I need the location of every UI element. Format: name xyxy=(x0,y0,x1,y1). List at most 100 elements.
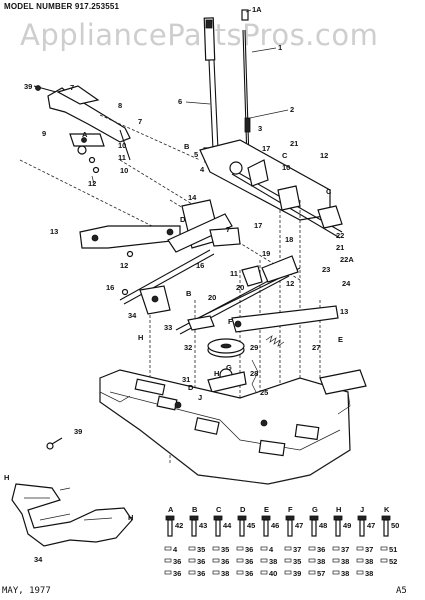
bolt-number: 46 xyxy=(271,521,279,530)
hardware-letter: E xyxy=(264,505,269,514)
washer-icon xyxy=(164,558,172,563)
washer-icon xyxy=(236,570,244,575)
washer-icon xyxy=(260,558,268,563)
callout-K: J xyxy=(198,393,202,402)
washer-icon xyxy=(284,558,292,563)
hardware-item-number: 38 xyxy=(317,557,325,566)
hardware-letter: D xyxy=(240,505,246,514)
callout-30: 31 xyxy=(182,375,190,384)
hardware-item-number: 35 xyxy=(293,557,301,566)
callout-1: 1 xyxy=(278,43,282,52)
hardware-item-number: 38 xyxy=(341,569,349,578)
bolt-number: 43 xyxy=(199,521,207,530)
bolt-shank xyxy=(191,519,197,537)
bolt-number: 44 xyxy=(223,521,232,530)
frame-and-shaft xyxy=(199,139,343,239)
callout-16: 16 xyxy=(196,261,204,270)
model-number: MODEL NUMBER 917.253551 xyxy=(4,2,120,11)
washer-icon xyxy=(212,546,220,551)
hardware-item-number: 36 xyxy=(173,557,181,566)
callout-B: A xyxy=(82,130,88,139)
callout-9: 9 xyxy=(42,129,46,138)
callout-7-mid: 7 xyxy=(226,225,230,234)
hardware-letter: B xyxy=(192,505,198,514)
callout-27: 25 xyxy=(260,388,268,397)
hardware-item-number: 37 xyxy=(293,545,301,554)
drive-belt xyxy=(11,483,133,547)
bolt-number: 45 xyxy=(247,521,255,530)
callout-25: 24 xyxy=(342,279,351,288)
washer-icon xyxy=(332,570,340,575)
revision-date: MAY, 1977 xyxy=(2,586,51,596)
hardware-letter: H xyxy=(336,505,341,514)
callout-22A: 22 xyxy=(336,231,344,240)
callout-labels: 1A 1 2 3 4 17 6 39 7 8 7 9 A 10 11 10 12… xyxy=(4,5,354,564)
callout-11b: 11 xyxy=(230,269,238,278)
hardware-item-number: 38 xyxy=(341,557,349,566)
bolt-number: 47 xyxy=(367,521,375,530)
callout-5: 5 xyxy=(194,150,198,159)
hardware-item-number: 40 xyxy=(269,569,277,578)
callout-18: 18 xyxy=(285,235,293,244)
callout-32: 33 xyxy=(164,323,172,332)
bolt-number: 47 xyxy=(295,521,303,530)
callout-12a: 12 xyxy=(88,179,96,188)
hardware-item-number: 36 xyxy=(317,545,325,554)
callout-33: 34 xyxy=(128,311,137,320)
callout-4: 4 xyxy=(200,165,205,174)
hardware-item-number: 38 xyxy=(365,569,373,578)
washer-icon xyxy=(308,570,316,575)
callout-J-mid: H xyxy=(214,369,219,378)
callout-10c: 10 xyxy=(282,163,290,172)
hardware-item-number: 4 xyxy=(173,545,178,554)
callout-10b: 10 xyxy=(120,166,128,175)
callout-1A: 1A xyxy=(252,5,262,14)
hardware-item-number: 38 xyxy=(365,557,373,566)
washer-icon xyxy=(212,558,220,563)
callout-13-left: 13 xyxy=(50,227,58,236)
bolt-39 xyxy=(46,437,63,450)
callout-H: G xyxy=(226,363,232,372)
washer-icon xyxy=(212,570,220,575)
washer-icon xyxy=(308,546,316,551)
callout-26: 27 xyxy=(312,343,320,352)
hardware-item-number: 36 xyxy=(245,545,253,554)
bolt-number: 49 xyxy=(343,521,351,530)
bolt-number: 50 xyxy=(391,521,399,530)
bolt-shank xyxy=(215,519,221,537)
lower-left-bracket xyxy=(139,255,299,331)
callout-J-belt: H xyxy=(4,473,9,482)
callout-12d: 12 xyxy=(286,279,294,288)
callout-23: 22A xyxy=(340,255,354,264)
callout-J-left: H xyxy=(138,333,143,342)
hardware-letter: C xyxy=(216,505,222,514)
hardware-letter: F xyxy=(288,505,293,514)
callout-17-top: 17 xyxy=(254,221,262,230)
callout-13-right: 13 xyxy=(340,307,348,316)
callout-12c: 12 xyxy=(120,261,128,270)
hardware-item-number: 36 xyxy=(245,569,253,578)
callout-19: 19 xyxy=(262,249,270,258)
bolt-shank xyxy=(287,519,293,537)
callout-21: 20 xyxy=(236,283,244,292)
callout-2: 2 xyxy=(290,105,294,114)
hardware-item-number: 51 xyxy=(389,545,397,554)
hardware-item-number: 36 xyxy=(245,557,253,566)
washer-icon xyxy=(380,558,388,563)
callout-E-low: D xyxy=(188,383,194,392)
callout-C-top: B xyxy=(184,142,190,151)
callout-34: 34 xyxy=(34,555,43,564)
tension-spring xyxy=(265,335,285,347)
hardware-letter: G xyxy=(312,505,318,514)
callout-17-left: 16 xyxy=(106,283,114,292)
callout-22-mid: 21 xyxy=(336,243,344,252)
callout-7-top: 7 xyxy=(70,83,74,92)
washer-icon xyxy=(308,558,316,563)
washer-icon xyxy=(236,546,244,551)
bolt-number: 48 xyxy=(319,521,327,530)
callout-F: E xyxy=(338,335,343,344)
hardware-item-number: 36 xyxy=(221,557,229,566)
bolt-number: 42 xyxy=(175,521,183,530)
